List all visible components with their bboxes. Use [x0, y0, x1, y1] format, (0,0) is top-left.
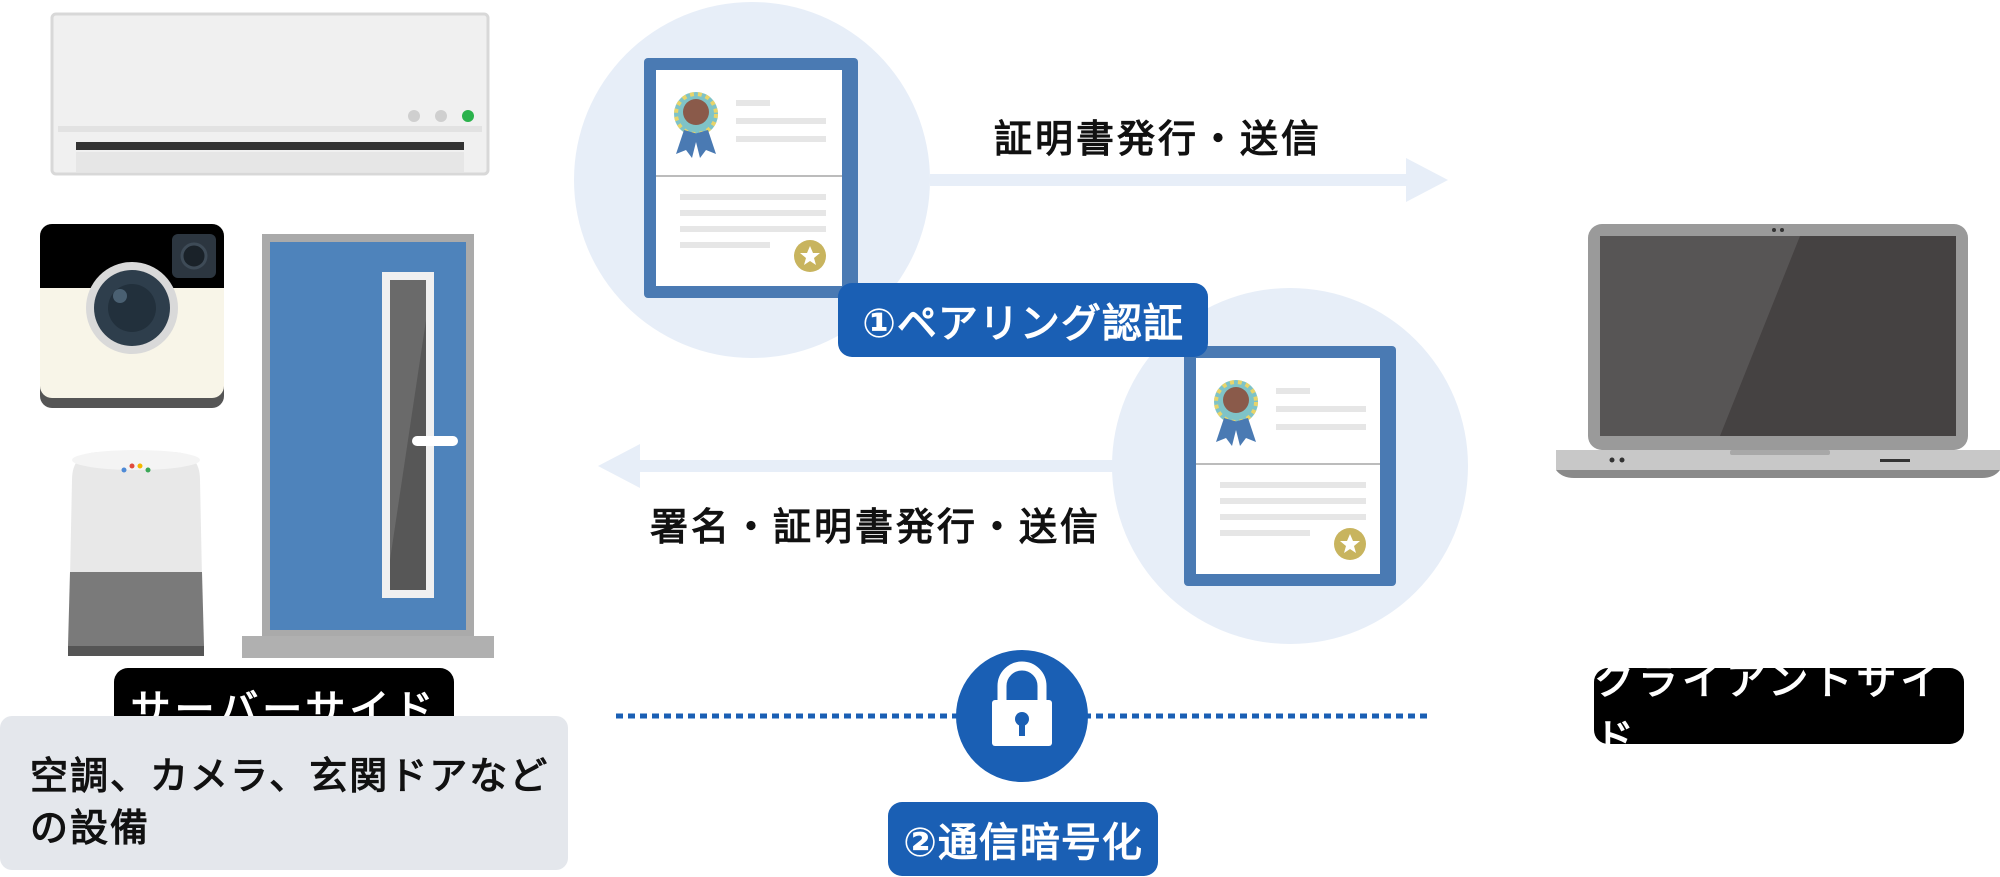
camera-icon — [40, 224, 224, 408]
server-devices-note-line2: の設備 — [30, 806, 151, 850]
certificate-icon — [644, 58, 858, 298]
pairing-auth-label: ①ペアリング認証 — [838, 283, 1208, 357]
lock-icon — [992, 661, 1052, 746]
encryption-label: ②通信暗号化 — [888, 802, 1158, 876]
laptop-icon — [1556, 224, 2000, 478]
door-icon — [242, 234, 494, 658]
server-devices-note-line1: 空調、カメラ、玄関ドアなど — [30, 754, 550, 798]
arrow-left — [598, 444, 1114, 488]
certificate-icon — [1184, 346, 1396, 586]
arrow-right — [930, 158, 1448, 202]
air-conditioner-icon — [50, 12, 490, 176]
bottom-arrow-caption: 署名・証明書発行・送信 — [650, 505, 1102, 549]
top-arrow-caption: 証明書発行・送信 — [994, 117, 1323, 161]
server-devices-note-box — [0, 716, 568, 870]
smart-speaker-icon — [68, 450, 204, 656]
client-side-label: クライアントサイド — [1594, 658, 1964, 762]
